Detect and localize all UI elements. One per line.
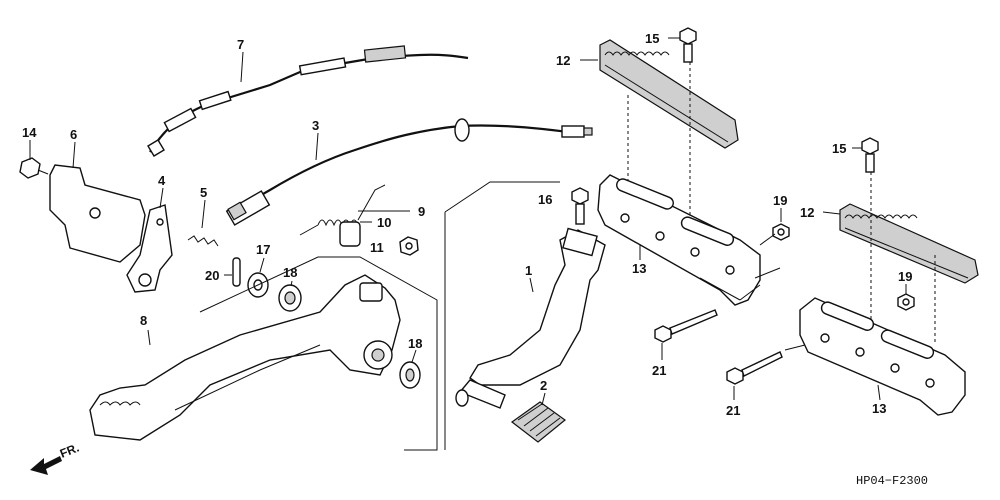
- callout-19-lower: 19: [898, 269, 912, 284]
- callout-5: 5: [200, 185, 207, 200]
- direction-label: FR.: [58, 441, 81, 461]
- dust-seal-part-upper: [278, 284, 302, 312]
- collar-part: [339, 221, 361, 247]
- pivot-arm-part: [126, 204, 173, 293]
- spring-part-5: [187, 235, 219, 247]
- callout-3: 3: [312, 118, 319, 133]
- callout-4: 4: [158, 173, 166, 188]
- callout-13-lower: 13: [872, 401, 886, 416]
- callout-6: 6: [70, 127, 77, 142]
- dust-seal-part-lower: [399, 361, 421, 389]
- nut-part-19-upper: [772, 223, 790, 241]
- callout-12-upper: 12: [556, 53, 570, 68]
- callout-20: 20: [205, 268, 219, 283]
- lower-cable-part: [225, 118, 593, 226]
- callout-1: 1: [525, 263, 532, 278]
- footpeg-rubber-upper: [599, 39, 739, 149]
- callout-12-lower: 12: [800, 205, 814, 220]
- front-direction-arrow: [30, 456, 62, 475]
- callout-19-upper: 19: [773, 193, 787, 208]
- callout-15-lower: 15: [832, 141, 846, 156]
- bolt-part-14: [19, 157, 49, 179]
- callout-18-lower: 18: [408, 336, 422, 351]
- bolt-part-16: [571, 187, 589, 225]
- pedal-arm-part: [455, 227, 606, 409]
- cotter-pin-part: [232, 257, 241, 287]
- bolt-part-15-upper: [679, 27, 697, 63]
- footpeg-rubber-lower: [839, 203, 979, 284]
- bolt-part-15-lower: [861, 137, 879, 173]
- bracket-part: [49, 164, 146, 263]
- callout-21-upper: 21: [652, 363, 666, 378]
- callout-14: 14: [22, 125, 37, 140]
- callout-18-upper: 18: [283, 265, 297, 280]
- pedal-rubber-part: [510, 401, 566, 443]
- callout-17: 17: [256, 242, 270, 257]
- upper-cable-part: [147, 45, 469, 157]
- nut-part-11: [399, 236, 419, 256]
- callout-21-lower: 21: [726, 403, 740, 418]
- callout-16: 16: [538, 192, 552, 207]
- nut-part-19-lower: [897, 293, 915, 311]
- bolt-part-21-lower: [726, 351, 783, 385]
- callout-9: 9: [418, 204, 425, 219]
- callout-7: 7: [237, 37, 244, 52]
- callout-11: 11: [370, 240, 384, 255]
- footpeg-bracket-lower: [799, 297, 966, 416]
- callout-10: 10: [377, 215, 391, 230]
- footpeg-bracket-upper: [597, 174, 761, 306]
- callout-13-upper: 13: [632, 261, 646, 276]
- diagram-code: HP04−F2300: [856, 474, 928, 488]
- brake-pedal-part: [89, 274, 401, 441]
- bolt-part-21-upper: [654, 309, 718, 343]
- callout-2: 2: [540, 378, 547, 393]
- callout-15-upper: 15: [645, 31, 659, 46]
- callout-8: 8: [140, 313, 147, 328]
